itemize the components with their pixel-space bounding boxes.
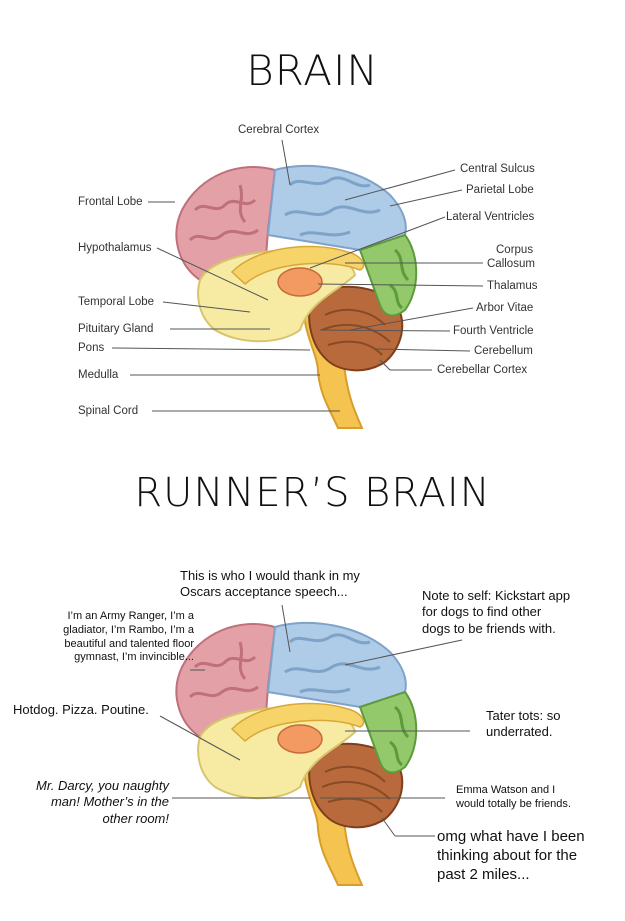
label-pons: Pons bbox=[78, 342, 105, 354]
label-central-sulcus: Central Sulcus bbox=[460, 163, 535, 175]
caption-emma-watson: Emma Watson and I would totally be frien… bbox=[456, 784, 571, 810]
leader-lines-bottom bbox=[159, 604, 470, 837]
caption-army-ranger: I’m an Army Ranger, I’m a gladiator, I’m… bbox=[63, 610, 194, 664]
label-temporal-lobe: Temporal Lobe bbox=[78, 296, 155, 308]
label-arbor-vitae: Arbor Vitae bbox=[476, 302, 534, 314]
label-spinal-cord: Spinal Cord bbox=[78, 405, 139, 417]
brain-illustration-top bbox=[174, 164, 418, 430]
label-frontal-lobe: Frontal Lobe bbox=[78, 196, 143, 208]
label-cerebellum: Cerebellum bbox=[474, 345, 533, 357]
diagram-title-brain: BRAIN bbox=[246, 46, 379, 95]
label-cerebellar-cortex: Cerebellar Cortex bbox=[437, 364, 528, 376]
caption-hotdog: Hotdog. Pizza. Poutine. bbox=[13, 702, 149, 717]
caption-omg: omg what have I been thinking about for … bbox=[437, 828, 585, 883]
caption-tater-tots: Tater tots: so underrated. bbox=[486, 708, 561, 740]
label-pituitary-gland: Pituitary Gland bbox=[78, 323, 154, 335]
caption-darcy: Mr. Darcy, you naughty man! Mother’s in … bbox=[36, 778, 169, 826]
label-cerebral-cortex: Cerebral Cortex bbox=[238, 124, 320, 136]
label-medulla: Medulla bbox=[78, 369, 119, 381]
leader-lines-top bbox=[111, 139, 484, 412]
label-fourth-ventricle: Fourth Ventricle bbox=[453, 325, 534, 337]
diagram-title-runners-brain: RUNNER’S BRAIN bbox=[134, 470, 491, 516]
label-hypothalamus: Hypothalamus bbox=[78, 242, 152, 254]
label-thalamus: Thalamus bbox=[487, 280, 538, 292]
label-corpus: Corpus bbox=[496, 244, 534, 256]
label-parietal-lobe: Parietal Lobe bbox=[466, 184, 534, 196]
brain-illustration-bottom bbox=[174, 621, 418, 887]
caption-kickstart: Note to self: Kickstart app for dogs to … bbox=[422, 588, 571, 636]
label-callosum: Callosum bbox=[487, 258, 535, 270]
label-lateral-ventricles: Lateral Ventricles bbox=[446, 211, 535, 223]
caption-oscars: This is who I would thank in my Oscars a… bbox=[180, 568, 360, 600]
